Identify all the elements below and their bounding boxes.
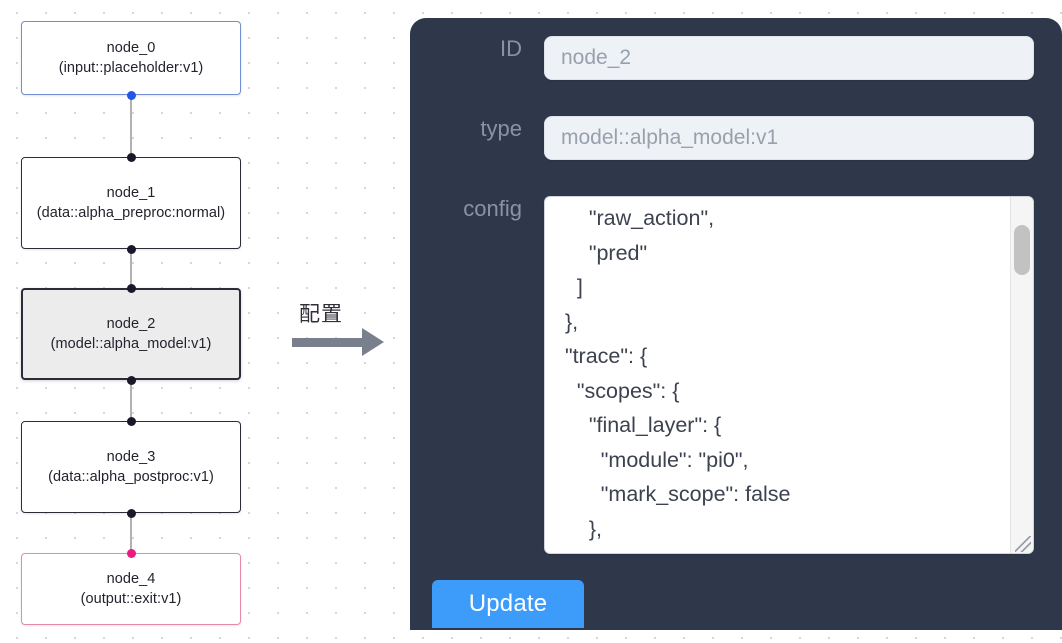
flow-node-node_1[interactable]: node_1 (data::alpha_preproc:normal) [21,157,241,249]
config-textarea[interactable] [545,197,1013,553]
config-field-label: config [463,196,522,221]
transition-arrow-group: 配置 [292,298,400,358]
flow-graph[interactable]: node_0 (input::placeholder:v1) node_1 (d… [0,0,400,643]
config-scrollbar-thumb[interactable] [1014,225,1030,275]
node-handle-target-node_1[interactable] [126,152,136,162]
flow-node-node_2[interactable]: node_2 (model::alpha_model:v1) [21,288,241,380]
arrow-shaft-icon [292,338,364,347]
flow-node-node_4[interactable]: node_4 (output::exit:v1) [21,553,241,625]
edge-node3-node4 [130,511,132,555]
field-row-id: ID [410,36,1062,80]
flow-node-title: node_4 [106,571,156,587]
flow-node-subtitle: (output::exit:v1) [80,591,182,607]
flow-node-title: node_3 [106,449,156,465]
node-inspector-panel: ID type config Update [410,18,1062,630]
node-handle-source-node_3[interactable] [126,508,136,518]
flow-node-node_0[interactable]: node_0 (input::placeholder:v1) [21,21,241,95]
node-handle-source-node_2[interactable] [126,375,136,385]
type-input[interactable] [544,116,1034,160]
flow-node-title: node_0 [106,40,156,56]
field-row-config: config [410,196,1062,554]
update-button[interactable]: Update [432,580,584,628]
config-scrollbar-track[interactable] [1010,197,1033,553]
id-input[interactable] [544,36,1034,80]
edge-node1-node2 [130,247,132,290]
flow-node-subtitle: (input::placeholder:v1) [58,60,204,76]
flow-node-subtitle: (data::alpha_postproc:v1) [48,469,214,485]
config-editor[interactable] [544,196,1034,554]
resize-handle-icon[interactable] [1015,536,1031,552]
field-row-type: type [410,116,1062,160]
arrow-head-icon [362,328,384,356]
flow-node-subtitle: (data::alpha_preproc:normal) [36,205,226,221]
node-handle-source-node_0[interactable] [126,90,136,100]
type-field-label: type [480,116,522,141]
node-handle-target-node_4[interactable] [126,548,136,558]
node-handle-target-node_2[interactable] [126,283,136,293]
edge-node2-node3 [130,378,132,423]
id-field-label: ID [500,36,522,61]
flow-node-subtitle: (model::alpha_model:v1) [50,336,212,352]
flow-node-title: node_1 [106,185,156,201]
flow-node-title: node_2 [106,316,156,332]
edge-node0-node1 [130,93,132,159]
flow-node-node_3[interactable]: node_3 (data::alpha_postproc:v1) [21,421,241,513]
node-handle-target-node_3[interactable] [126,416,136,426]
node-handle-source-node_1[interactable] [126,244,136,254]
arrow-label: 配置 [299,302,343,326]
